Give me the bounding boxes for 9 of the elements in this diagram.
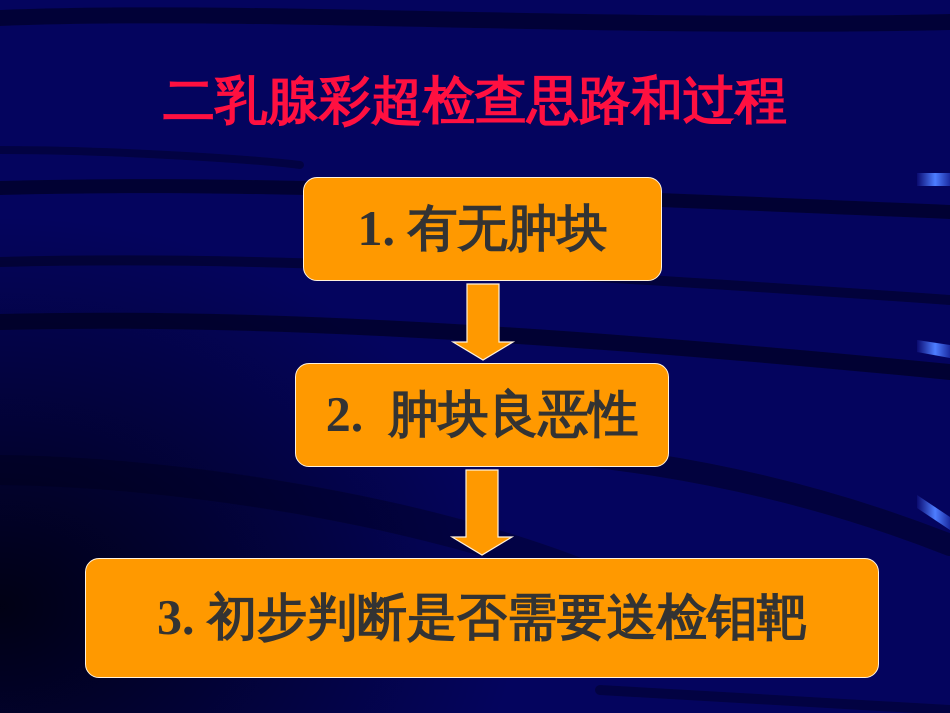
block-arrow [450, 469, 514, 556]
step-text: 3. 初步判断是否需要送检钼靶 [157, 589, 807, 647]
step-text: 2. 肿块良恶性 [326, 386, 638, 444]
process-box [85, 558, 879, 678]
block-arrow [450, 283, 516, 361]
process-box [303, 177, 662, 281]
slide-title: 二乳腺彩超检查思路和过程 [163, 72, 787, 130]
process-box [295, 363, 669, 467]
step-text: 1. 有无肿块 [358, 200, 608, 258]
